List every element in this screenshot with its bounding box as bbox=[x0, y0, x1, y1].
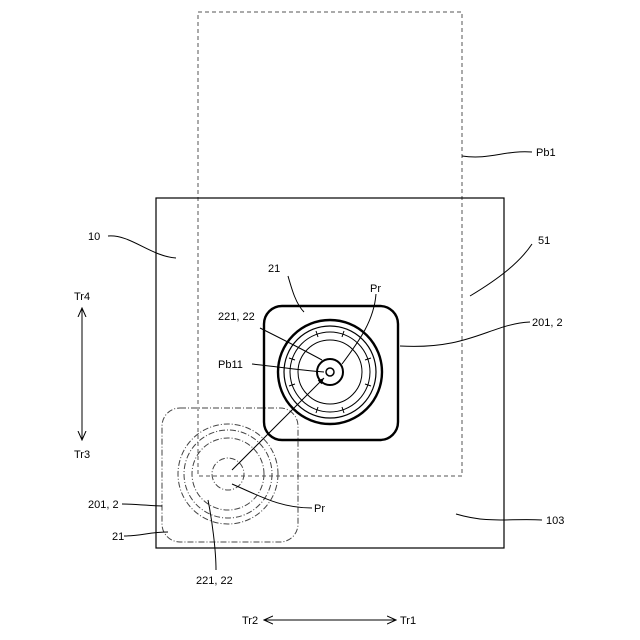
label-ref-103: 103 bbox=[546, 515, 564, 527]
label-tr4: Tr4 bbox=[74, 291, 90, 303]
pb1-dashed-outline bbox=[198, 12, 462, 476]
pr-trajectory-line bbox=[232, 378, 324, 470]
label-tr1: Tr1 bbox=[400, 615, 416, 627]
lower-component-dashdot bbox=[162, 408, 298, 542]
label-ref-10: 10 bbox=[88, 231, 100, 243]
label-ref-21-top: 21 bbox=[268, 263, 280, 275]
label-pr-bottom: Pr bbox=[314, 503, 325, 515]
label-tr3: Tr3 bbox=[74, 449, 90, 461]
upper-component-solid bbox=[264, 306, 398, 440]
label-pb1: Pb1 bbox=[536, 147, 556, 159]
label-ref-201-left: 201, 2 bbox=[88, 499, 119, 511]
label-pb11: Pb11 bbox=[218, 359, 243, 371]
main-frame-10 bbox=[156, 198, 504, 548]
label-tr2: Tr2 bbox=[242, 615, 258, 627]
label-pr-top: Pr bbox=[370, 283, 381, 295]
label-ref-21-left: 21 bbox=[112, 531, 124, 543]
label-ref-51: 51 bbox=[538, 235, 550, 247]
label-ref-221-bottom: 221, 22 bbox=[196, 575, 233, 587]
label-ref-221-top: 221, 22 bbox=[218, 311, 255, 323]
label-ref-201-right: 201, 2 bbox=[532, 317, 563, 329]
